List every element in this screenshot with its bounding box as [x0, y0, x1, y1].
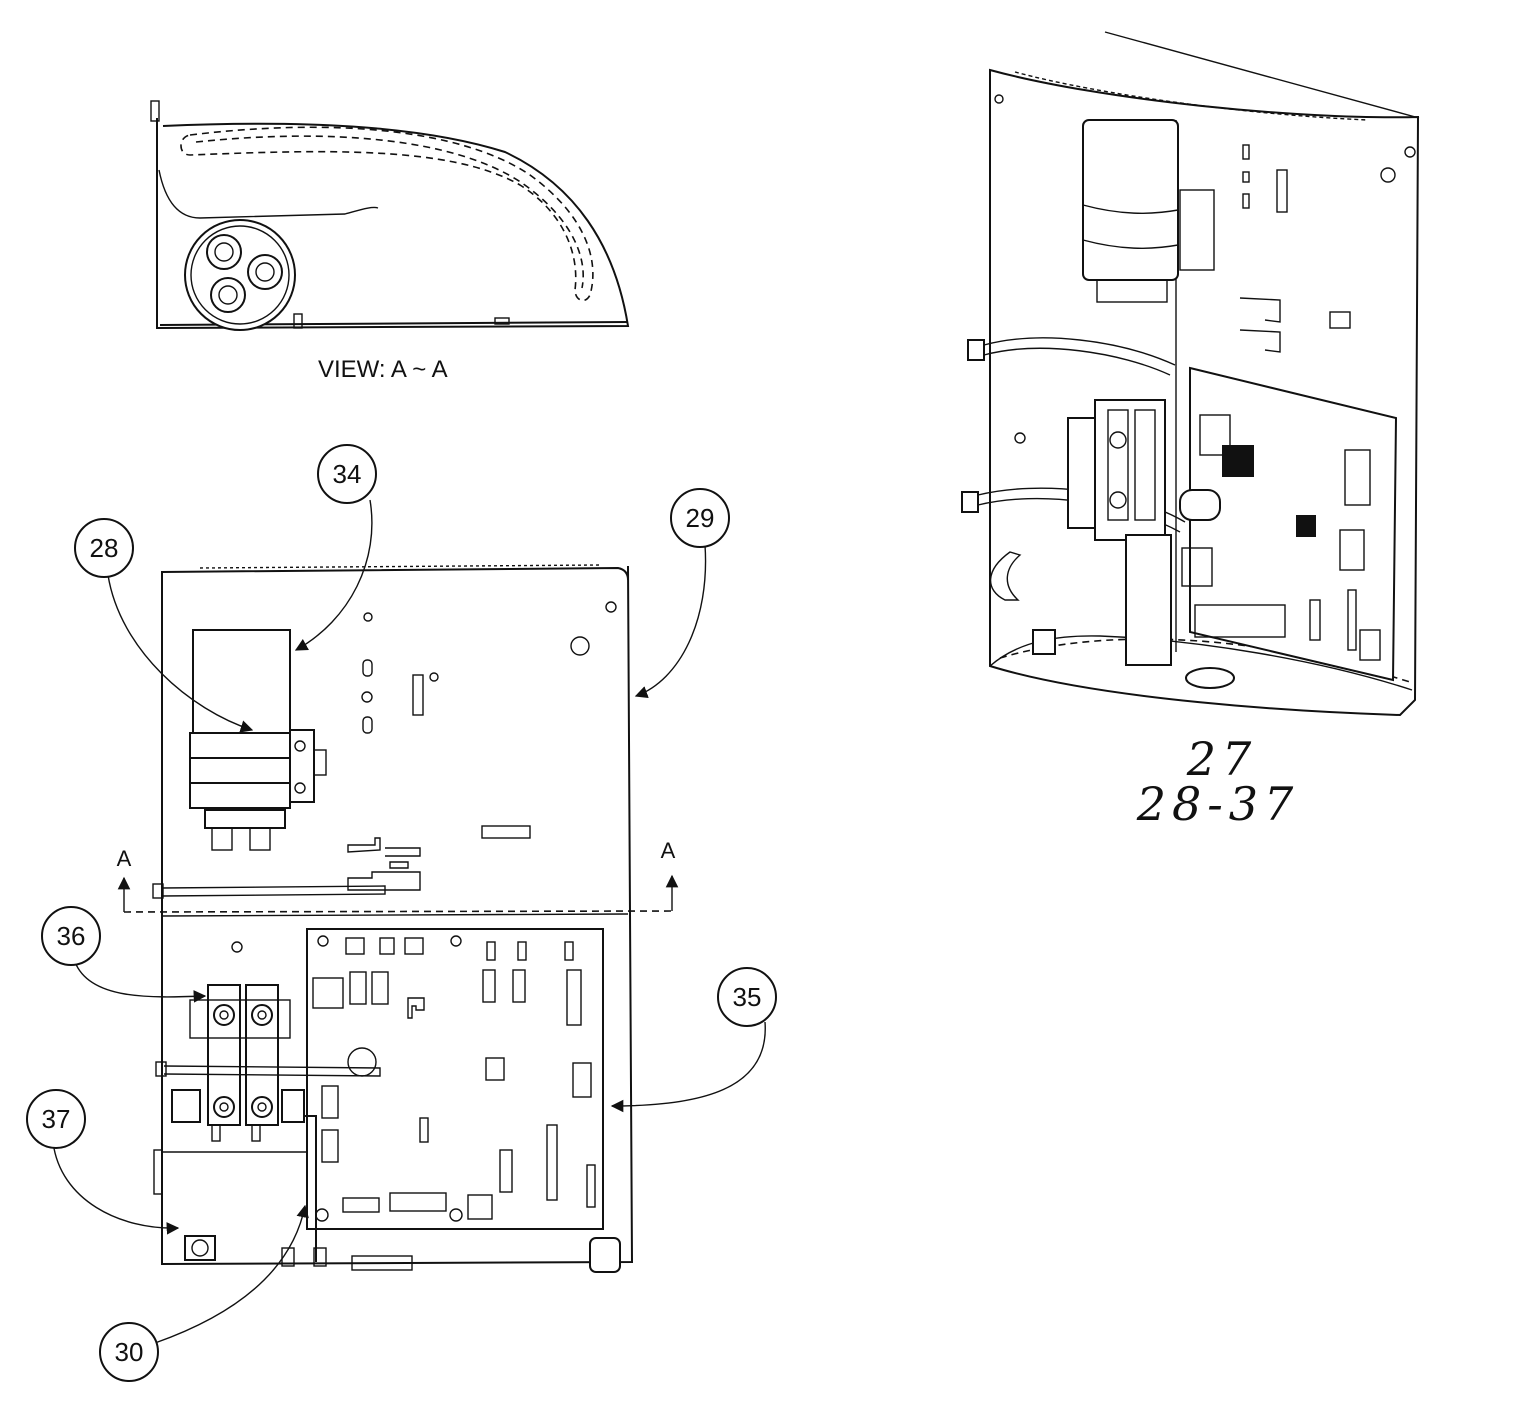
svg-text:29: 29: [686, 503, 715, 533]
callout-34: 34: [317, 444, 377, 504]
callout-leaders: [52, 499, 766, 1344]
control-box-front-view: A A: [117, 564, 679, 1273]
callout-30: 30: [99, 1322, 159, 1382]
callout-29: 29: [670, 488, 730, 548]
section-marker-right: A: [661, 838, 676, 863]
callout-28: 28: [74, 518, 134, 578]
callout-37: 37: [26, 1089, 86, 1149]
svg-text:30: 30: [115, 1337, 144, 1367]
assembly-number: 27: [1186, 732, 1258, 786]
callout-35: 35: [717, 967, 777, 1027]
assembly-range: 28-37: [1136, 777, 1300, 831]
section-marker-left: A: [117, 846, 132, 871]
callout-36: 36: [41, 906, 101, 966]
svg-text:36: 36: [57, 921, 86, 951]
svg-text:37: 37: [42, 1104, 71, 1134]
section-view-a-a: VIEW: A ~ A: [150, 100, 630, 383]
svg-text:34: 34: [333, 459, 362, 489]
control-box-isometric-view: [961, 31, 1420, 717]
svg-text:28: 28: [90, 533, 119, 563]
svg-text:35: 35: [733, 982, 762, 1012]
view-label: VIEW: A ~ A: [318, 356, 448, 383]
